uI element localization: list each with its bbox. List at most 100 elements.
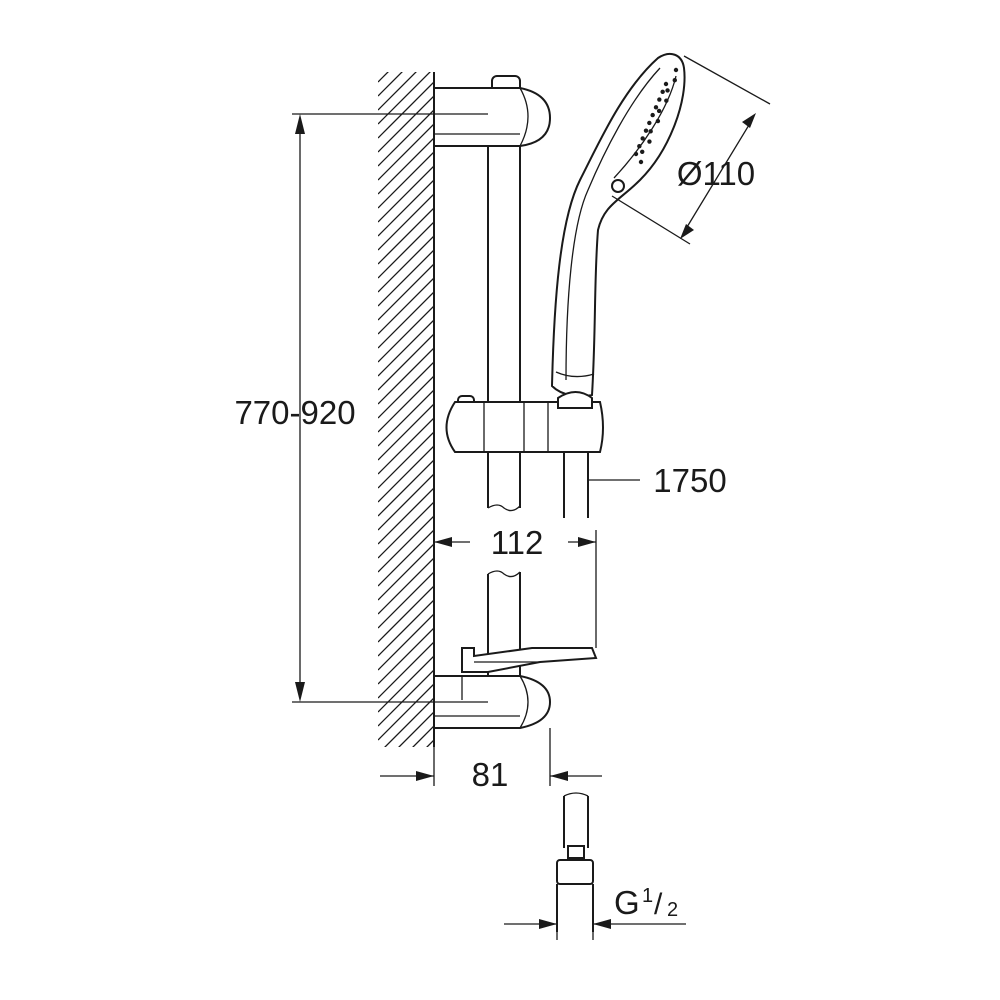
wall-hatch-line [378,151,434,209]
dimension-height-label: 770-920 [234,394,355,431]
wall-hatch-line [378,529,434,587]
wall-hatch-line [378,431,434,489]
wall-hatch-line [378,72,403,97]
nozzle-dot [657,97,662,102]
wall-hatch-line [378,515,434,573]
wall-hatch-line [378,599,434,657]
wall-hatch-line [378,375,434,433]
dimension-thread [504,919,686,940]
nozzle-dot [633,151,639,157]
dimension-wall-offset-label: 81 [472,756,509,793]
wall-hatch-line [378,501,434,559]
wall-hatch-line [412,725,434,747]
wall-hatch-line [378,12,434,68]
nozzle-dot [664,98,669,103]
wall-hatch-line [378,333,434,391]
nozzle-dot [653,105,659,110]
hose-connector [556,792,594,932]
wall-hatch-line [378,221,434,279]
nozzle-dot [655,118,661,124]
wall-hatch-line [378,95,434,153]
nozzle-dot [673,67,679,73]
wall-hatch-line [378,473,434,531]
dimension-slider-offset [434,530,597,648]
wall-hatch-line [378,0,434,54]
wall-hatch-line [378,277,434,335]
wall-hatch-line [378,207,434,265]
shower-rail-upper [487,146,521,512]
wall-hatch-line [378,109,434,167]
wall-hatch-line [384,697,434,747]
nozzle-dot [656,108,662,114]
wall-hatch-line [378,347,434,405]
nozzle-dot [665,88,670,93]
wall-hatch-line [426,739,434,747]
dimension-thread-label: G 1 / 2 [614,884,678,921]
dimension-slider-offset-label: 112 [491,524,544,561]
wall-hatch-line [378,291,434,349]
nozzle-dot [647,120,652,126]
wall-hatch-line [378,263,434,321]
thread-fraction-numerator: 1 [642,885,653,907]
dimension-diameter [611,55,771,245]
dimension-hose-length-label: 1750 [653,462,726,499]
wall-hatch-line [378,557,434,615]
dimension-diameter-label: Ø110 [677,155,755,192]
thread-main-label: G [614,884,640,921]
wall-hatch-line [378,754,434,810]
nozzle-dot [672,78,677,83]
wall-hatch-line [378,655,434,713]
slider-holder [445,391,604,453]
dimension-height [292,113,488,703]
wall-hatch-line [378,627,434,685]
nozzle-dot [660,89,665,94]
wall-hatch-line [378,0,434,40]
nozzle-dot [640,149,645,154]
wall-hatch-line [378,137,434,195]
wall-hatch-line [378,571,434,629]
wall-hatch-line [378,683,434,741]
nozzle-dot [637,144,642,149]
wall-hatch-line [378,459,434,517]
nozzle-dot [648,129,653,134]
nozzle-dot [663,81,669,87]
nozzle-dot [638,159,644,165]
wall-hatch-line [378,179,434,237]
wall-hatch-line [378,361,434,419]
wall [378,0,435,810]
wall-hatch-line [378,613,434,671]
wall-hatch-line [378,669,434,727]
hand-shower [550,52,686,398]
wall-hatch-line [378,403,434,461]
wall-hatch-line [378,417,434,475]
thread-fraction-slash: / [654,888,663,921]
nozzle-dot [643,128,649,133]
hose-upper [563,452,589,518]
wall-hatch-line [378,585,434,643]
nozzle-dot [647,139,652,144]
wall-hatch-line [378,193,434,251]
wall-hatch-line [378,72,389,83]
wall-hatch-line [378,305,434,363]
nozzle-dot [640,136,645,141]
wall-hatch-line [378,319,434,377]
dimension-wall-offset [380,728,602,786]
wall-hatch-line [378,641,434,699]
wall-hatch-line [378,72,431,125]
soap-dish [461,647,598,673]
wall-hatch-line [378,165,434,223]
wall-hatch-line [378,235,434,293]
wall-hatch-line [378,123,434,181]
nozzle-dot [650,112,655,118]
wall-hatch-line [378,543,434,601]
wall-hatch-line [398,711,434,747]
bottom-wall-bracket [433,675,552,729]
top-wall-bracket [433,75,552,147]
wall-hatch-line [378,81,434,139]
wall-hatch-line [378,389,434,447]
wall-hatch-line [378,249,434,307]
wall-hatch-line [378,487,434,545]
wall-hatch-line [378,445,434,503]
thread-fraction-denominator: 2 [667,899,678,921]
